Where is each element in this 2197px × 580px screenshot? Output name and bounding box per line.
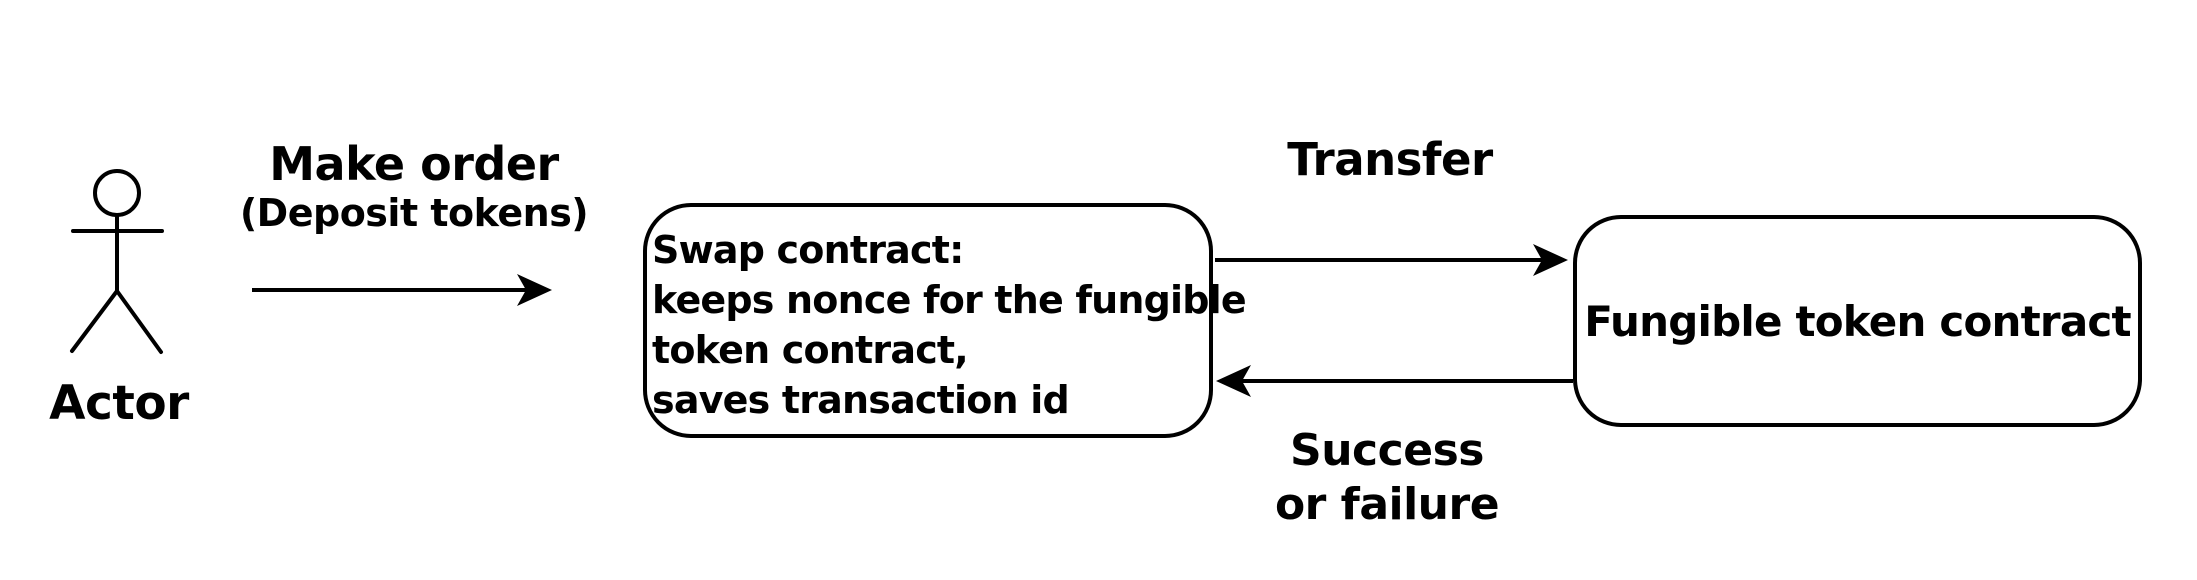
make-order-title: Make order [269, 137, 559, 191]
transfer-arrow [1215, 244, 1568, 276]
make-order-arrow [252, 274, 552, 306]
success-arrow [1216, 365, 1573, 397]
make-order-arrow-label: Make order (Deposit tokens) [214, 138, 614, 236]
actor-label: Actor [49, 376, 189, 431]
swap-contract-node: Swap contract: keeps nonce for the fungi… [643, 203, 1247, 438]
make-order-subtitle: (Deposit tokens) [239, 191, 589, 235]
success-line1: Success [1290, 425, 1484, 476]
success-line2: or failure [1274, 479, 1500, 530]
swap-contract-line: keeps nonce for the fungible [652, 278, 1247, 322]
fungible-token-label: Fungible token contract [1584, 296, 2131, 346]
swap-contract-line: saves transaction id [652, 378, 1070, 422]
actor-stick-figure-icon [70, 169, 164, 354]
actor-left-leg [70, 289, 119, 353]
swap-contract-line: Swap contract: [652, 228, 964, 272]
actor-right-leg [115, 289, 163, 354]
transfer-arrow-label: Transfer [1287, 133, 1493, 186]
transfer-arrowhead-icon [1533, 244, 1568, 276]
actor-head [93, 169, 141, 217]
success-arrowhead-icon [1216, 365, 1251, 397]
success-arrow-label: Success or failure [1187, 424, 1587, 532]
make-order-arrowhead-icon [517, 274, 552, 306]
fungible-token-node: Fungible token contract [1573, 215, 2142, 427]
swap-contract-line: token contract, [652, 328, 969, 372]
